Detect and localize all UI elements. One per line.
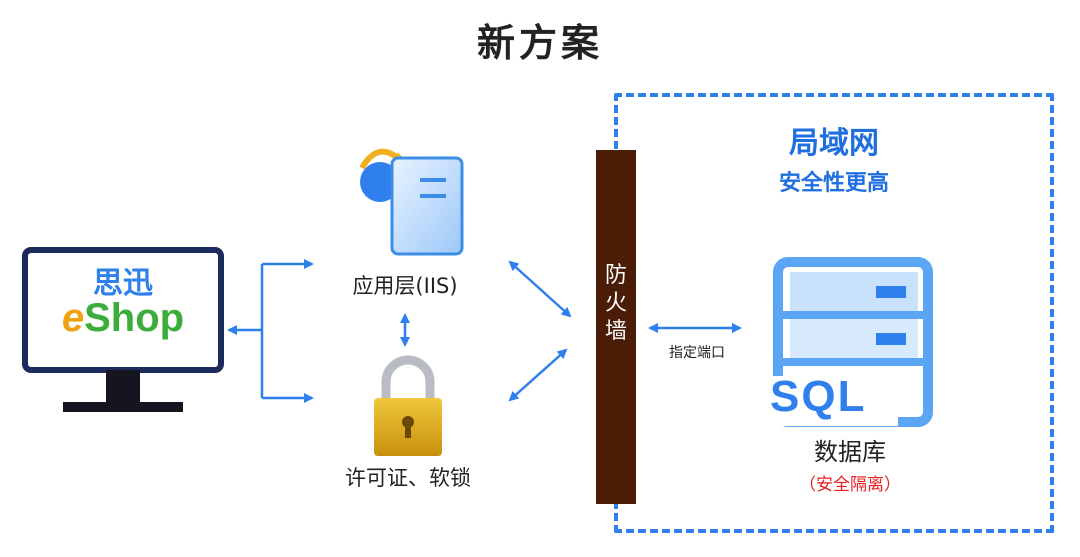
padlock-icon	[374, 355, 442, 456]
brand-en-rest: Shop	[84, 296, 185, 340]
client-monitor-icon	[22, 247, 224, 412]
license-label: 许可证、软锁	[345, 466, 471, 490]
firewall-char-3: 墙	[604, 319, 627, 344]
app-firewall-arrow	[508, 260, 572, 318]
firewall-bar	[596, 150, 636, 504]
lan-subtitle: 安全性更高	[778, 171, 889, 196]
page-title: 新方案	[476, 21, 603, 65]
firewall-char-2: 火	[604, 291, 627, 316]
firewall-label: 防 火 墙	[596, 262, 636, 346]
app-layer-label: 应用层(IIS)	[352, 274, 458, 298]
brand-en-e: e	[61, 296, 85, 340]
port-label: 指定端口	[669, 345, 725, 361]
iis-server-icon	[359, 148, 464, 256]
lan-title: 局域网	[789, 126, 879, 161]
license-firewall-arrow	[508, 348, 568, 402]
database-sublabel: （安全隔离）	[799, 475, 901, 495]
firewall-char-1: 防	[604, 263, 627, 288]
database-server-icon	[768, 257, 933, 427]
database-label: 数据库	[814, 438, 886, 466]
brand-en: eShop	[28, 296, 218, 341]
sql-badge: SQL	[770, 372, 867, 421]
brand-cn: 思迅	[93, 266, 153, 301]
